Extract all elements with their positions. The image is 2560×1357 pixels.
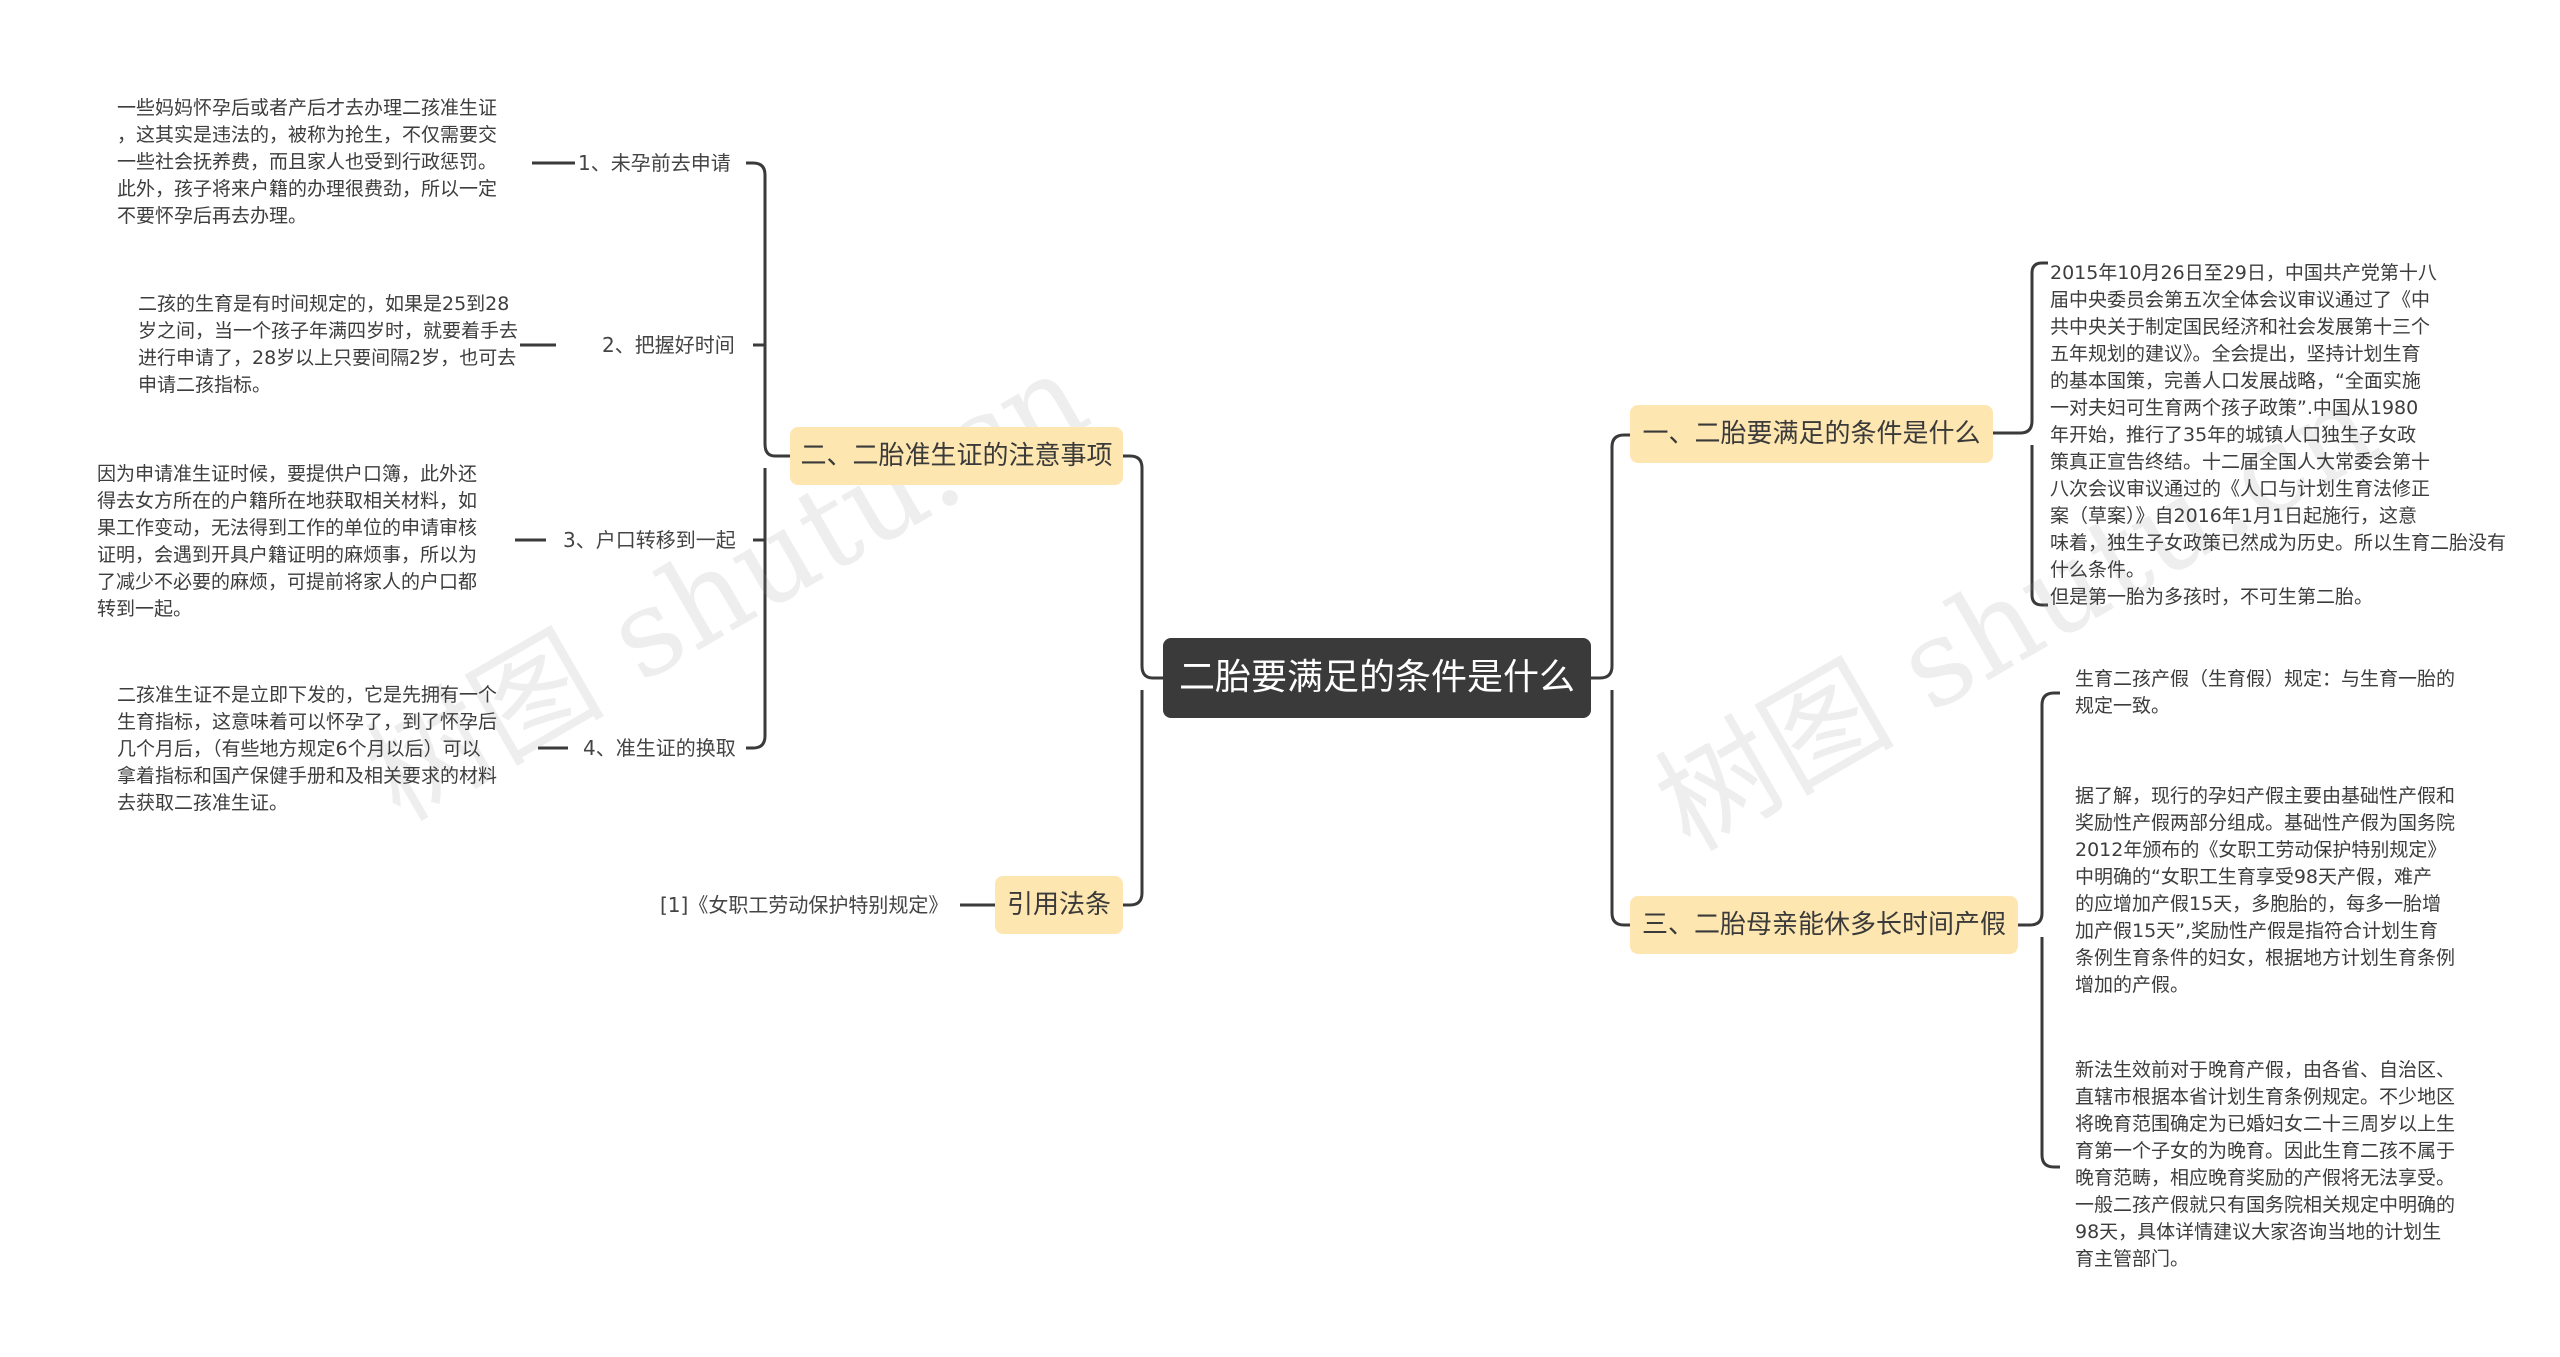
- connector-center-left-2: [1123, 454, 1163, 680]
- connector-center-right-1: [1591, 433, 1637, 680]
- branch-maternity-leave[interactable]: 三、二胎母亲能休多长时间产假: [1630, 896, 2018, 954]
- connector-center-right-3: [1610, 690, 1637, 927]
- center-topic[interactable]: 二胎要满足的条件是什么: [1163, 638, 1591, 718]
- subtopic-apply-before-pregnancy[interactable]: 1、未孕前去申请: [578, 151, 731, 175]
- connector-branch3-text3: [2040, 937, 2060, 1169]
- maternity-text-2: 据了解，现行的孕妇产假主要由基础性产假和 奖励性产假两部分组成。基础性产假为国务…: [2075, 785, 2456, 996]
- citation-item[interactable]: [1]《女职工劳动保护特别规定》: [660, 893, 949, 917]
- subtopic-4-text: 二孩准生证不是立即下发的，它是先拥有一个 生育指标，这意味着可以怀孕了，到了怀孕…: [117, 684, 498, 814]
- maternity-text-3: 新法生效前对于晚育产假，由各省、自治区、 直辖市根据本省计划生育条例规定。不少地…: [2075, 1059, 2456, 1270]
- subtopic-1-text: 一些妈妈怀孕后或者产后才去办理二孩准生证 ，这其实是违法的，被称为抢生，不仅需要…: [117, 97, 498, 227]
- subtopic-household-transfer[interactable]: 3、户口转移到一起: [563, 528, 736, 552]
- connector-left2-c4: [746, 468, 767, 750]
- subtopic-permit-exchange[interactable]: 4、准生证的换取: [583, 736, 736, 760]
- branch-citations[interactable]: 引用法条: [995, 876, 1123, 934]
- connector-branch3-text1: [2018, 691, 2060, 927]
- subtopic-3-text: 因为申请准生证时候，要提供户口簿，此外还 得去女方所在的户籍所在地获取相关材料，…: [97, 463, 478, 620]
- connector-center-left-law: [1123, 690, 1144, 907]
- subtopic-timing[interactable]: 2、把握好时间: [602, 333, 735, 357]
- conditions-text: 2015年10月26日至29日，中国共产党第十八 届中央委员会第五次全体会议审议…: [2050, 262, 2507, 608]
- subtopic-2-text: 二孩的生育是有时间规定的，如果是25到28 岁之间，当一个孩子年满四岁时，就要着…: [138, 293, 519, 396]
- branch-birth-permit-notes[interactable]: 二、二胎准生证的注意事项: [790, 427, 1123, 485]
- connector-branch1-text-bottom: [2030, 445, 2048, 607]
- maternity-text-1: 生育二孩产假（生育假）规定：与生育一胎的 规定一致。: [2075, 668, 2456, 717]
- branch-conditions[interactable]: 一、二胎要满足的条件是什么: [1630, 405, 1993, 463]
- connector-branch1-text: [1993, 261, 2048, 435]
- connector-left2-c1: [746, 161, 790, 458]
